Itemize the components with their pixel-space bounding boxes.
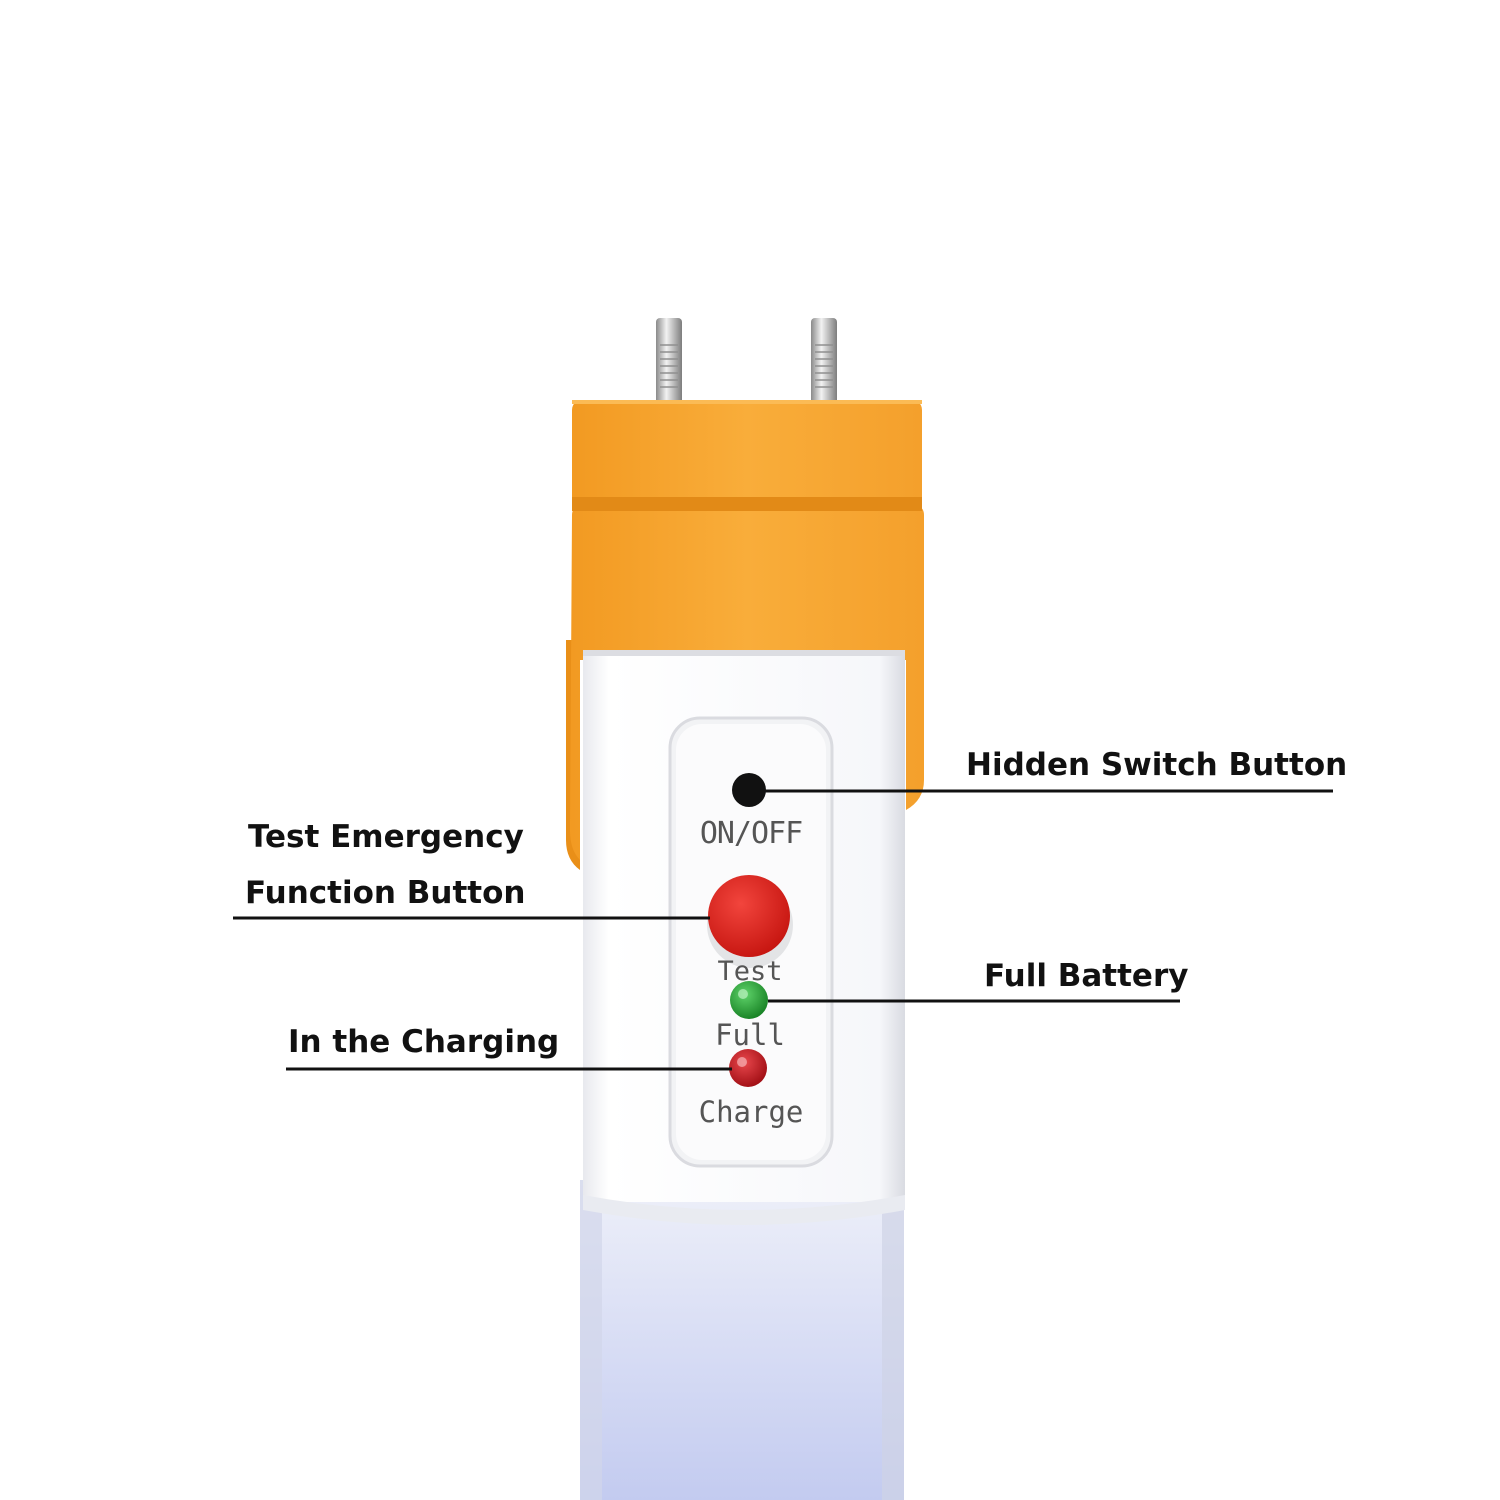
callout-test-line2: Function Button bbox=[245, 875, 526, 911]
end-cap bbox=[566, 400, 924, 870]
full-label: Full bbox=[715, 1018, 785, 1052]
callout-full-battery: Full Battery bbox=[984, 958, 1189, 994]
pin-left bbox=[656, 318, 682, 404]
test-button[interactable] bbox=[708, 875, 790, 957]
charge-label: Charge bbox=[698, 1095, 804, 1129]
callout-charging: In the Charging bbox=[288, 1024, 560, 1060]
callout-hidden-switch: Hidden Switch Button bbox=[966, 747, 1348, 783]
pin-right bbox=[811, 318, 837, 404]
tube-body bbox=[580, 1180, 904, 1500]
callout-test-line1: Test Emergency bbox=[248, 819, 524, 855]
switch-hole[interactable] bbox=[732, 773, 766, 807]
charge-led bbox=[729, 1049, 767, 1087]
test-label: Test bbox=[717, 956, 783, 987]
switch-label: ON/OFF bbox=[699, 816, 803, 851]
